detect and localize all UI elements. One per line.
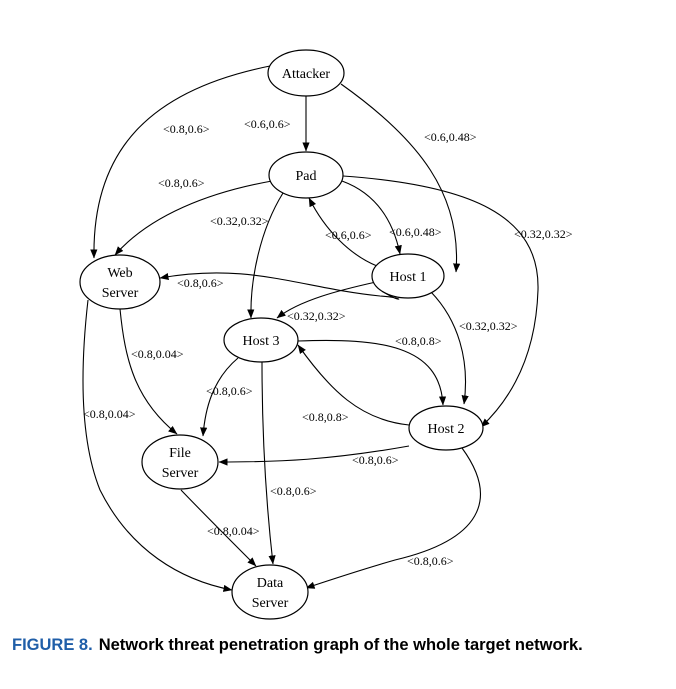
edge-host-3-data-server bbox=[261, 361, 276, 565]
node-file-server-label: Server bbox=[162, 466, 199, 481]
edge-host-1-pad bbox=[308, 197, 378, 267]
edge-label-web-server-file-server: <0.8,0.04> bbox=[131, 347, 184, 361]
node-host-1: Host 1 bbox=[371, 253, 445, 299]
edge-pad-host-1 bbox=[341, 180, 402, 255]
edge-pad-host-3 bbox=[247, 192, 284, 319]
edge-label-host-1-host-3: <0.32,0.32> bbox=[287, 309, 346, 323]
figure-caption: FIGURE 8. Network threat penetration grap… bbox=[12, 636, 672, 655]
edge-host-3-host-2 bbox=[297, 339, 447, 406]
edge-label-attacker-web-server: <0.8,0.6> bbox=[163, 122, 210, 136]
edge-host-2-data-server bbox=[305, 447, 481, 589]
edge-label-web-server-data-server: <0.8,0.04> bbox=[83, 407, 136, 421]
node-data-server-label: Data bbox=[257, 576, 284, 591]
node-host-2-ellipse bbox=[408, 405, 484, 451]
node-data-server-ellipse bbox=[231, 564, 309, 620]
edge-host-1-host-3 bbox=[276, 281, 377, 319]
edge-label-pad-web-server: <0.8,0.6> bbox=[158, 176, 205, 190]
edge-label-host-3-file-server: <0.8,0.6> bbox=[206, 384, 253, 398]
edge-host-2-file-server bbox=[218, 445, 410, 466]
edges-layer: <0.8,0.6> <0.6,0.6> <0.6,0.48> <0.8,0.6> <0.… bbox=[82, 65, 573, 592]
edge-label-host-1-pad: <0.6,0.6> bbox=[325, 228, 372, 242]
edge-pad-web-server bbox=[114, 180, 273, 256]
edge-label-host-1-host-2: <0.32,0.32> bbox=[459, 319, 518, 333]
edge-host-1-web-server bbox=[159, 272, 400, 300]
edge-attacker-web-server bbox=[90, 65, 271, 259]
figure-label: FIGURE 8. bbox=[12, 636, 93, 654]
node-web-server-label: Web bbox=[107, 266, 132, 281]
edge-label-attacker-pad: <0.6,0.6> bbox=[244, 117, 291, 131]
node-host-2-label: Host 2 bbox=[428, 422, 465, 437]
node-web-server-label: Server bbox=[102, 286, 139, 301]
node-attacker-label: Attacker bbox=[282, 67, 331, 82]
threat-penetration-graph: <0.8,0.6> <0.6,0.6> <0.6,0.48> <0.8,0.6> <0.… bbox=[79, 49, 573, 620]
edge-label-attacker-host-1: <0.6,0.48> bbox=[424, 130, 477, 144]
node-host-3-ellipse bbox=[223, 317, 299, 363]
node-file-server-ellipse bbox=[141, 434, 219, 490]
edge-label-host-2-file-server: <0.8,0.6> bbox=[352, 453, 399, 467]
edge-label-host-2-host-3: <0.8,0.8> bbox=[302, 410, 349, 424]
edge-host-3-file-server bbox=[200, 357, 239, 437]
node-attacker: Attacker bbox=[267, 49, 345, 97]
edge-label-host-2-data-server: <0.8,0.6> bbox=[407, 554, 454, 568]
edge-web-server-file-server bbox=[119, 308, 178, 435]
node-host-1-label: Host 1 bbox=[390, 270, 427, 285]
edge-label-host-1-web-server: <0.8,0.6> bbox=[177, 276, 224, 290]
node-host-2: Host 2 bbox=[408, 405, 484, 451]
edge-host-1-host-2 bbox=[430, 291, 469, 405]
edge-host-2-host-3 bbox=[297, 344, 410, 426]
node-host-1-ellipse bbox=[371, 253, 445, 299]
figure-caption-text: Network threat penetration graph of the … bbox=[98, 636, 583, 654]
node-web-server-ellipse bbox=[79, 254, 161, 310]
node-host-3-label: Host 3 bbox=[243, 334, 280, 349]
node-pad-ellipse bbox=[268, 151, 344, 199]
node-attacker-ellipse bbox=[267, 49, 345, 97]
node-pad: Pad bbox=[268, 151, 344, 199]
edge-label-file-server-data-server: <0.8,0.04> bbox=[207, 524, 260, 538]
node-pad-label: Pad bbox=[296, 169, 317, 184]
edge-label-pad-host-2: <0.32,0.32> bbox=[514, 227, 573, 241]
edge-web-server-data-server bbox=[82, 299, 233, 592]
edge-label-pad-host-1: <0.6,0.48> bbox=[389, 225, 442, 239]
node-data-server-label: Server bbox=[252, 596, 289, 611]
edge-file-server-data-server bbox=[180, 489, 257, 567]
node-host-3: Host 3 bbox=[223, 317, 299, 363]
edge-attacker-host-1 bbox=[340, 83, 461, 273]
edge-pad-host-2 bbox=[342, 175, 539, 428]
edge-label-pad-host-3: <0.32,0.32> bbox=[210, 214, 269, 228]
node-file-server-label: File bbox=[169, 446, 191, 461]
edge-label-host-3-data-server: <0.8,0.6> bbox=[270, 484, 317, 498]
edge-label-host-3-host-2: <0.8,0.8> bbox=[395, 334, 442, 348]
